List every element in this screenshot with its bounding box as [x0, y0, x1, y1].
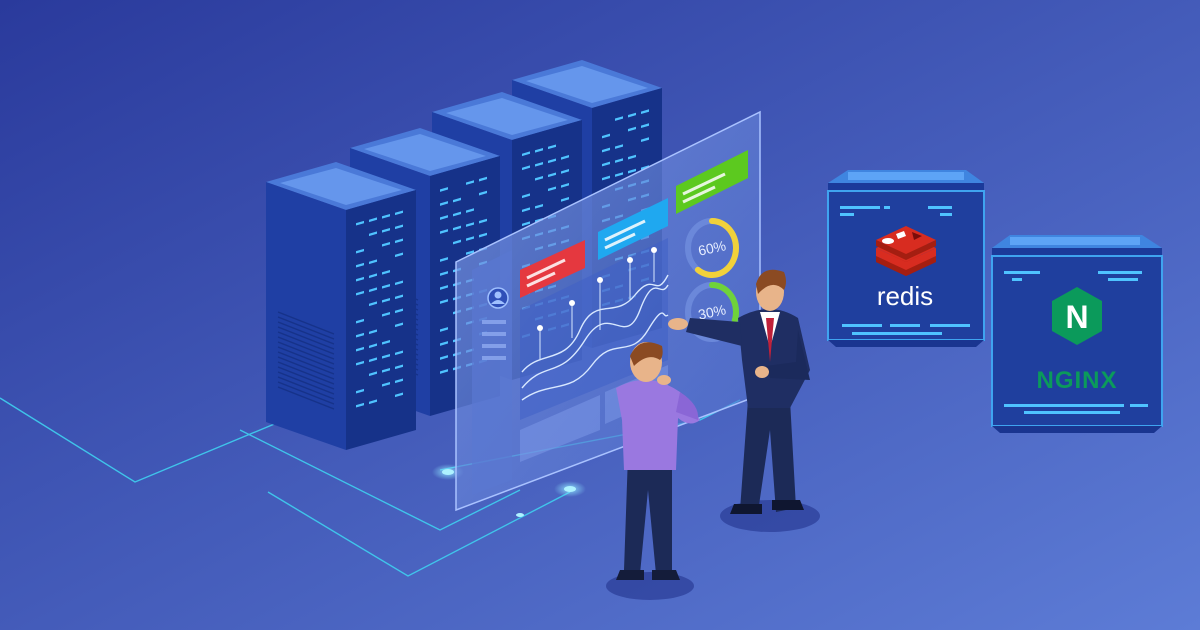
person-analyst [606, 342, 700, 600]
nginx-logo-text: NGINX [1036, 367, 1117, 394]
nginx-box: N NGINX [991, 235, 1163, 433]
avatar [487, 287, 509, 309]
nginx-hexagon-letter: N [1065, 299, 1088, 335]
gauge-30-label: 30% [697, 301, 728, 322]
gauge-30: 30% [685, 282, 739, 342]
redis-stack-icon [876, 226, 936, 276]
redis-logo-text: redis [877, 281, 933, 311]
redis-box: redis [827, 170, 985, 347]
flag-red [520, 240, 585, 298]
server-rack-4 [266, 162, 416, 450]
user-avatar-icon [494, 291, 502, 299]
gauge-60: 60% [685, 218, 739, 278]
nginx-hexagon-icon: N [1052, 287, 1102, 345]
person-presenter [668, 269, 820, 532]
gauge-60-label: 60% [697, 237, 728, 258]
